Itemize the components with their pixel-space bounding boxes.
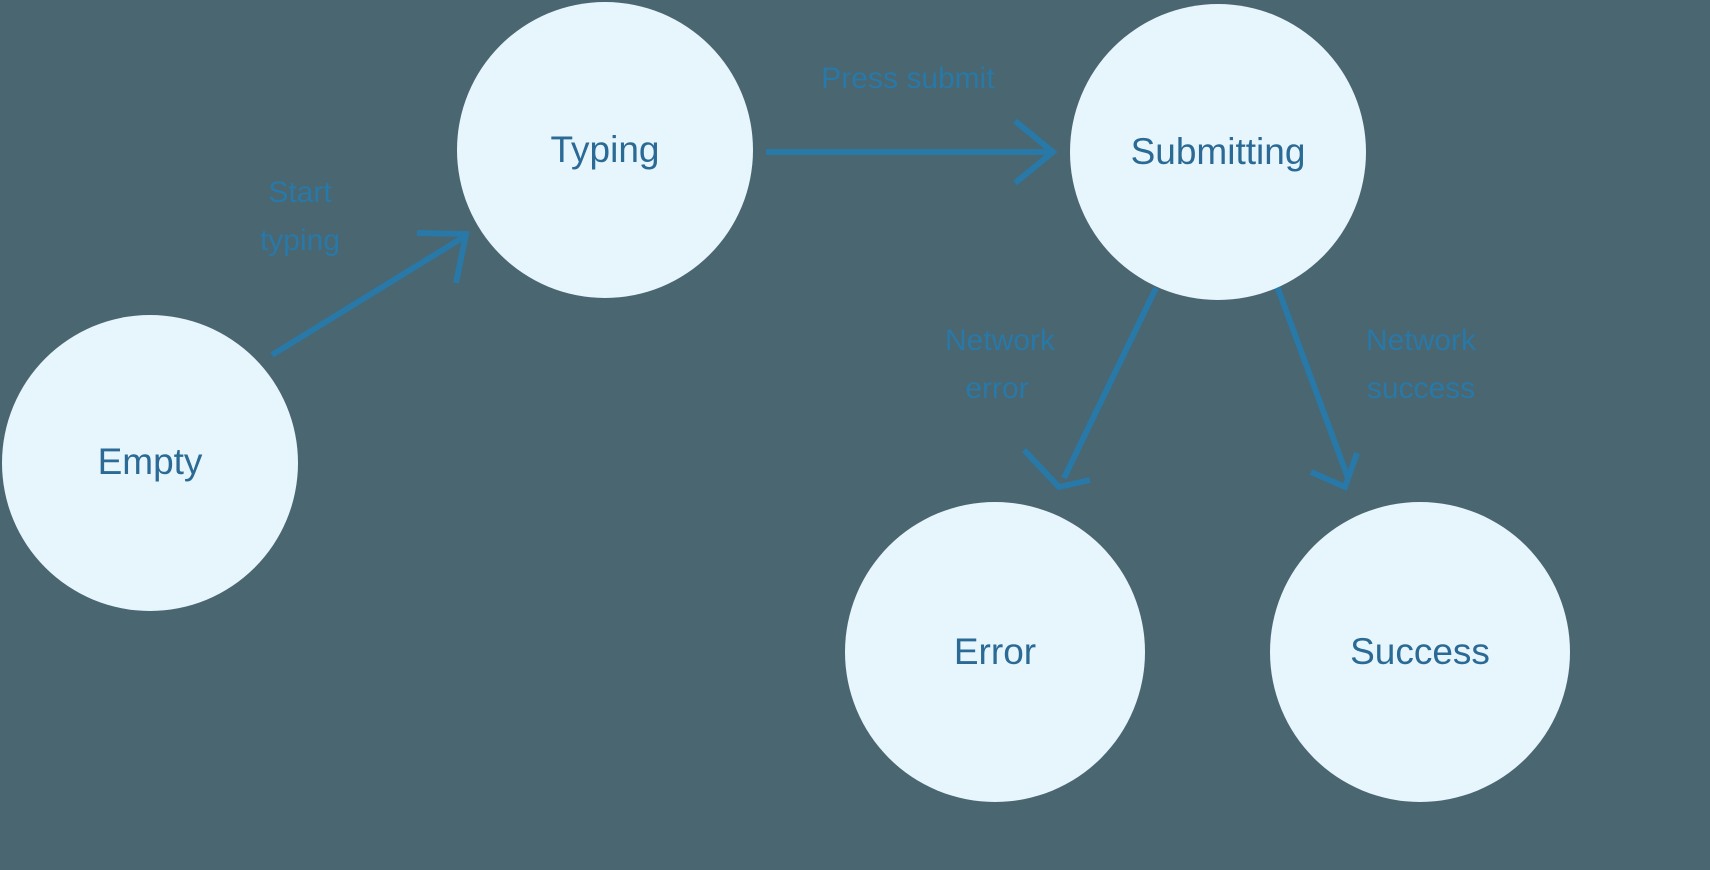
state-node-error-label: Error	[954, 631, 1036, 672]
edge-label-submitting-to-success: Network success	[1366, 324, 1477, 405]
state-node-submitting-circle	[1070, 4, 1366, 300]
state-node-typing-circle	[457, 2, 753, 298]
state-node-typing-label: Typing	[550, 129, 659, 170]
state-node-success-label: Success	[1350, 631, 1490, 672]
edge-label-line-2: error	[965, 372, 1028, 405]
state-node-success[interactable]: Success	[1270, 502, 1570, 802]
state-node-typing[interactable]: Typing	[457, 2, 753, 298]
state-node-error[interactable]: Error	[845, 502, 1145, 802]
arrowhead-submitting-to-success	[1309, 452, 1360, 492]
edge-line-empty-to-typing	[270, 235, 464, 358]
edge-typing-to-submitting[interactable]	[766, 118, 1058, 186]
edge-label-line-1: Network	[1366, 324, 1477, 357]
state-node-empty-label: Empty	[98, 441, 203, 482]
edge-line-submitting-to-success	[1274, 284, 1351, 480]
edge-label-line-1: Network	[945, 324, 1056, 357]
state-node-error-circle	[845, 502, 1145, 802]
state-node-submitting[interactable]: Submitting	[1070, 4, 1366, 300]
arrowhead-submitting-to-error	[1021, 447, 1091, 491]
state-node-empty[interactable]: Empty	[2, 315, 298, 611]
edge-label-empty-to-typing: Start typing	[260, 176, 340, 257]
arrowhead-typing-to-submitting	[1013, 118, 1058, 186]
edge-submitting-to-error[interactable]	[1021, 286, 1159, 491]
state-node-success-circle	[1270, 502, 1570, 802]
arrowhead-empty-to-typing	[416, 230, 470, 284]
edge-label-submitting-to-error: Network error	[945, 324, 1056, 405]
edge-label-line-2: typing	[260, 224, 340, 257]
edge-empty-to-typing[interactable]	[270, 230, 470, 358]
edge-submitting-to-success[interactable]	[1274, 284, 1360, 492]
edge-label-line-2: success	[1367, 372, 1475, 405]
state-node-empty-circle	[2, 315, 298, 611]
edge-label-line-1: Press submit	[821, 62, 995, 95]
edge-line-submitting-to-error	[1061, 286, 1159, 480]
edge-label-typing-to-submitting: Press submit	[821, 62, 995, 95]
state-node-submitting-label: Submitting	[1131, 131, 1306, 172]
edge-label-line-1: Start	[268, 176, 332, 209]
